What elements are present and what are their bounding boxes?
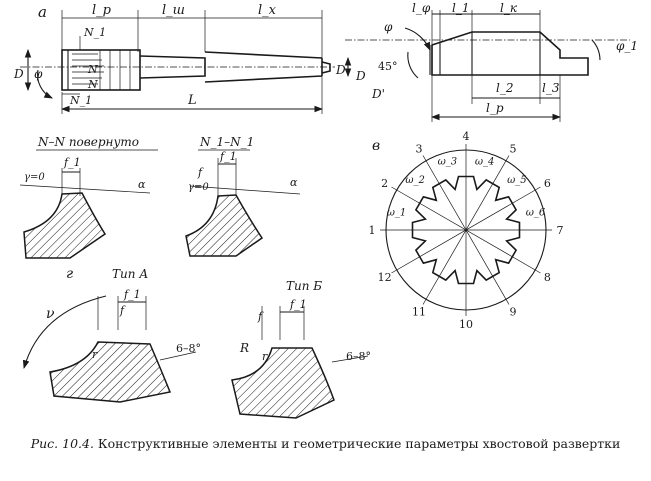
n1n1-f: f: [197, 166, 204, 179]
mark-phi: φ: [34, 67, 43, 81]
view-top-right-profile: l_φ l_1 l_к l_2 l_3 l_p φ φ_1 45° D D': [345, 1, 638, 122]
mark-n1-top: N_1: [83, 26, 106, 39]
tooth-number-5: 5: [510, 143, 517, 156]
type-a-label: Тип А: [112, 267, 148, 281]
view-g-label: г: [66, 266, 73, 282]
n1n1-gamma: γ=0: [188, 182, 209, 193]
dim-lk: l_к: [500, 1, 518, 15]
view-nn-section: N–N повернуто f_1 γ=0 α: [19, 135, 158, 259]
n1n1-f1: f_1: [219, 150, 237, 163]
view-v-label: в: [372, 138, 380, 154]
tooth-number-8: 8: [544, 271, 551, 284]
nn-alpha: α: [138, 178, 146, 191]
mark-n-1: N: [87, 63, 98, 76]
tooth-number-6: 6: [544, 177, 551, 190]
dim-lphi: l_φ: [412, 1, 431, 15]
mark-D-left: D: [13, 67, 24, 81]
nn-f1: f_1: [63, 156, 81, 169]
view-a-reamer: а l_p l_ш l_x N_1 N N N_1 L D: [13, 3, 352, 114]
dim-l2: l_2: [496, 81, 513, 95]
omega-labels: ω_1 ω_2 ω_3 ω_4 ω_5 ω_6: [387, 157, 546, 219]
caption-label: Рис. 10.4.: [30, 436, 94, 451]
type-a-f1: f_1: [123, 288, 141, 301]
dim-L: L: [187, 93, 197, 108]
dim-l1: l_1: [452, 1, 469, 15]
mark-D-tr: D: [355, 69, 366, 83]
tooth-number-3: 3: [416, 143, 423, 156]
caption-text: Конструктивные элементы и геометрические…: [97, 436, 621, 451]
type-a-f: f: [119, 304, 126, 317]
tooth-number-10: 10: [459, 318, 473, 331]
type-a-nu: ν: [46, 306, 55, 322]
nn-gamma: γ=0: [24, 172, 45, 183]
omega-label-5: ω_5: [507, 175, 527, 186]
ray-6: [391, 186, 541, 274]
view-g-tooth-types: г Тип А f_1 f ν r 6–8° Тип Б f_1 f R r 6…: [22, 266, 371, 419]
dim-lsh: l_ш: [162, 3, 185, 18]
figure-caption: Рис. 10.4. Конструктивные элементы и гео…: [0, 436, 651, 451]
omega-label-6: ω_6: [526, 207, 546, 218]
tooth-rays: [380, 144, 552, 316]
mark-n-2: N: [87, 78, 98, 91]
mark-phi1: φ_1: [616, 39, 638, 53]
n1n1-title: N_1–N_1: [199, 135, 254, 149]
mark-Dprime: D': [371, 87, 385, 101]
dim-lp: l_p: [92, 3, 112, 18]
view-a-label: а: [38, 3, 47, 21]
tooth-number-2: 2: [381, 177, 388, 190]
type-b-R: R: [239, 341, 249, 355]
omega-label-1: ω_1: [387, 207, 407, 218]
mark-n1-bottom: N_1: [69, 94, 92, 107]
type-b-label: Тип Б: [286, 279, 322, 293]
omega-label-4: ω_4: [475, 157, 495, 168]
mark-45: 45°: [378, 60, 398, 73]
tooth-number-1: 1: [369, 224, 376, 237]
type-b-f: f: [257, 310, 264, 323]
tooth-number-11: 11: [412, 305, 426, 318]
mark-D-right: D: [335, 63, 346, 77]
mark-phi-tr: φ: [384, 20, 393, 34]
type-b-angle: 6–8°: [346, 350, 371, 363]
dim-lp-right: l_p: [486, 101, 504, 115]
tooth-number-7: 7: [557, 224, 564, 237]
tooth-number-4: 4: [463, 130, 470, 143]
n1n1-alpha: α: [290, 176, 298, 189]
tooth-number-12: 12: [378, 271, 392, 284]
tooth-profile: [411, 175, 521, 285]
view-n1n1-section: N_1–N_1 f_1 f γ=0 α: [185, 135, 301, 257]
type-b-r: r: [262, 350, 268, 363]
omega-label-3: ω_3: [438, 157, 458, 168]
dim-lx: l_x: [258, 3, 277, 18]
type-b-f1: f_1: [289, 298, 307, 311]
omega-label-2: ω_2: [405, 175, 425, 186]
tooth-number-9: 9: [510, 305, 517, 318]
nn-title: N–N повернуто: [37, 135, 139, 149]
dim-l3: l_3: [542, 81, 560, 95]
type-a-angle: 6–8°: [176, 342, 201, 355]
